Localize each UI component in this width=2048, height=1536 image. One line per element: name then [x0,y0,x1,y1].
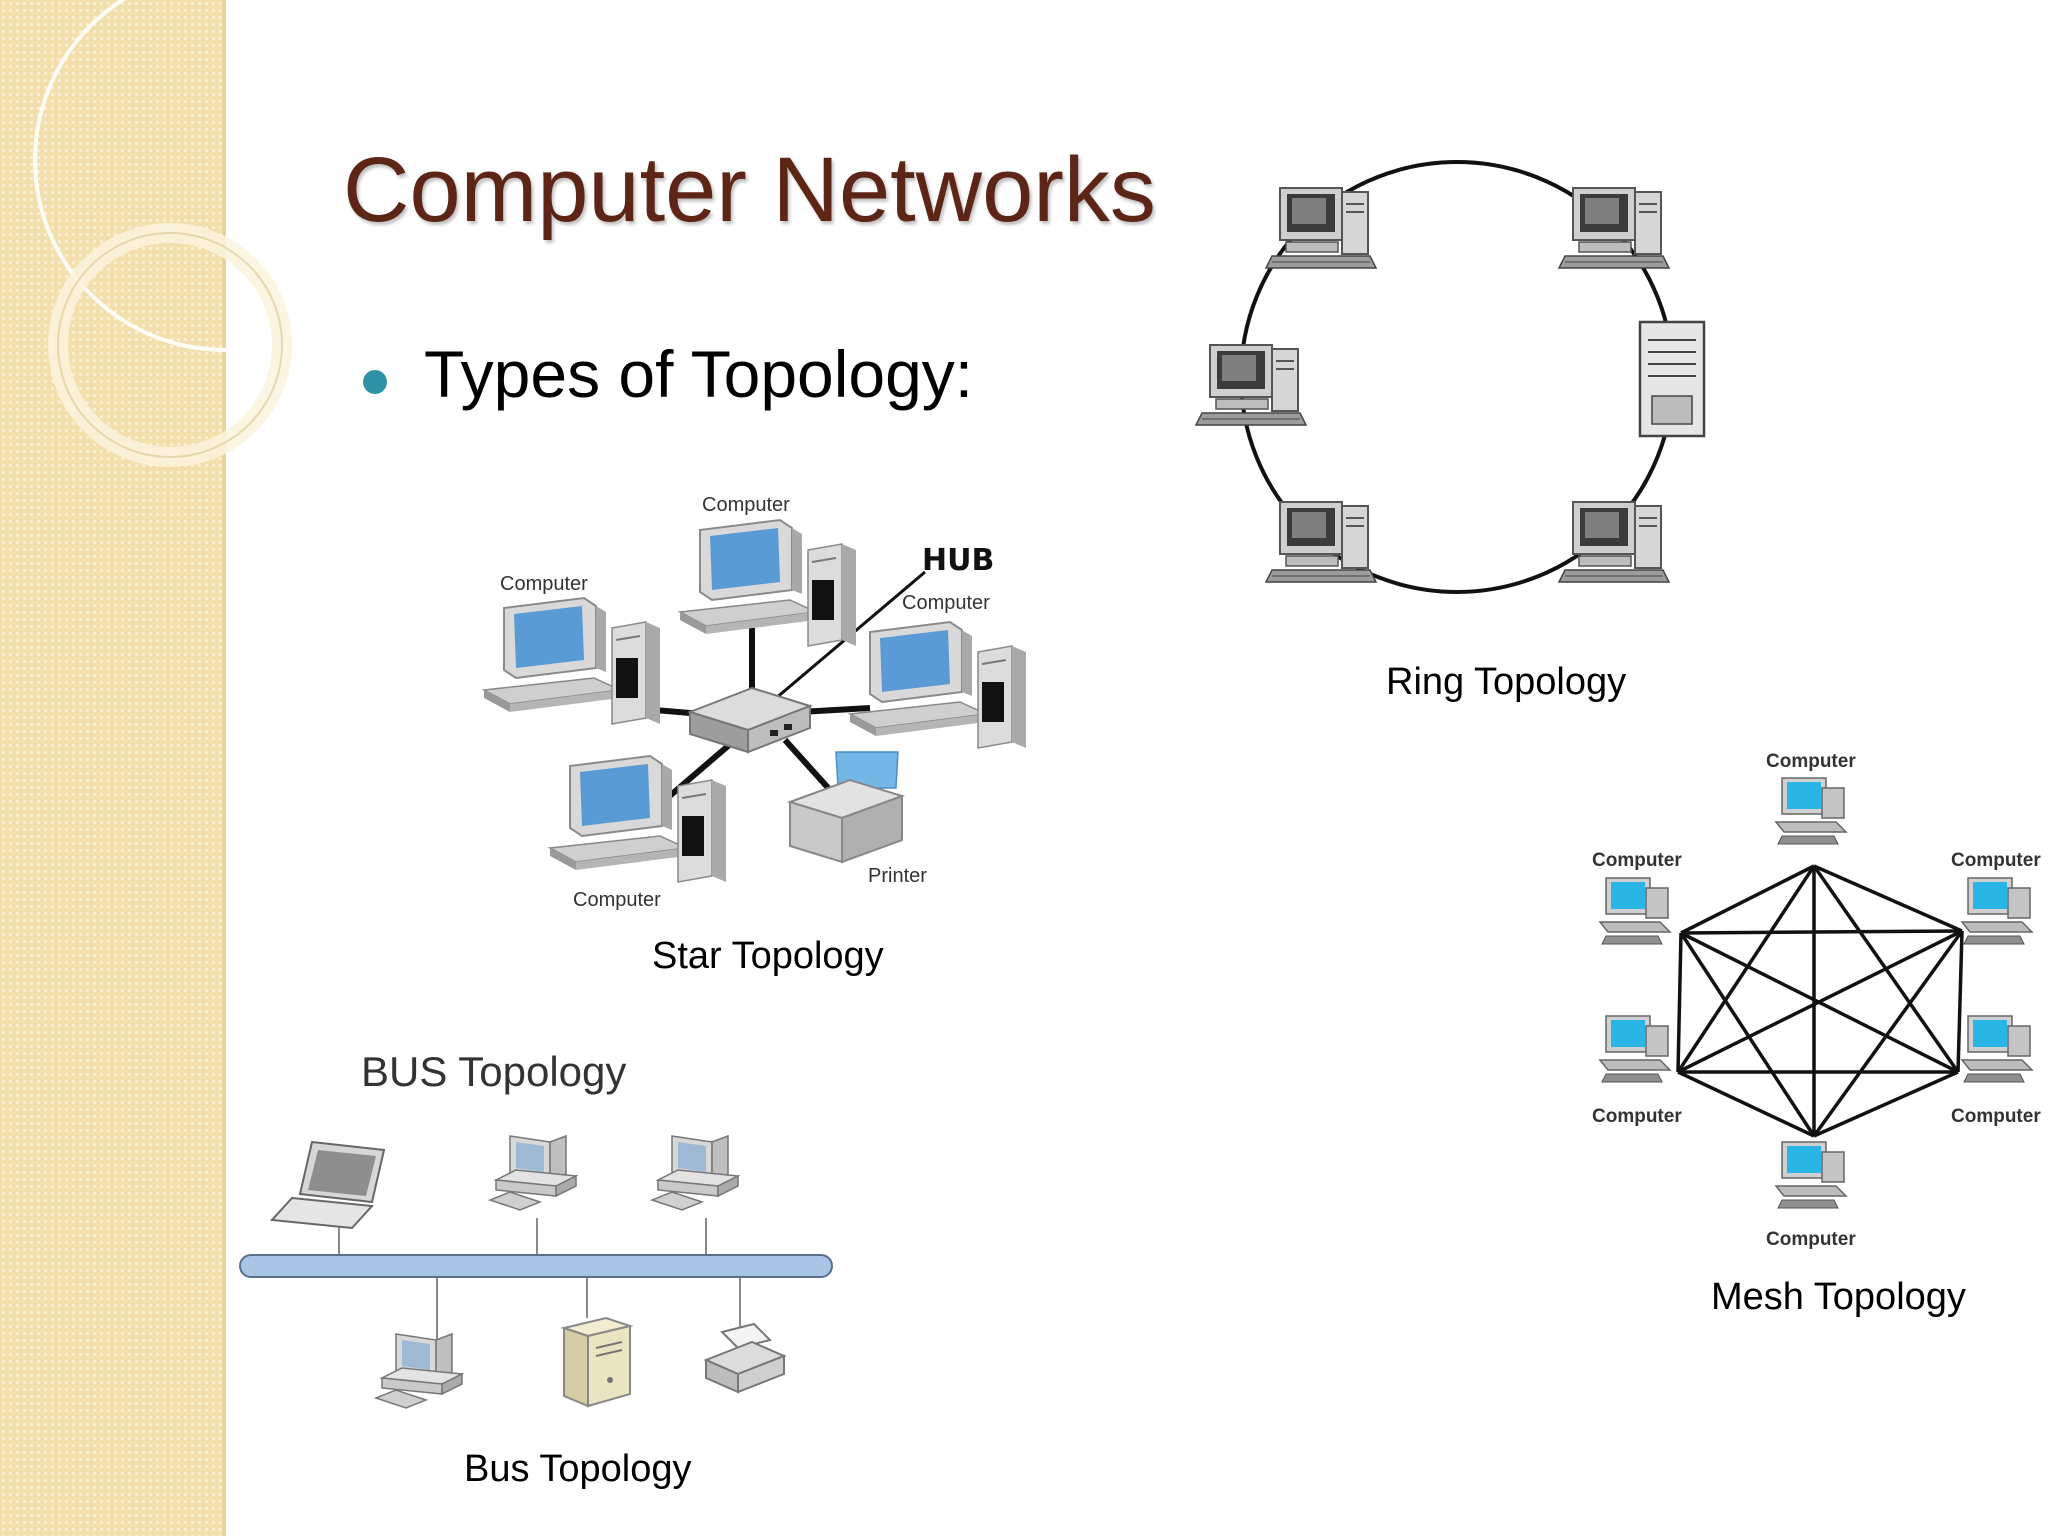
star-computer-label: Computer [500,573,588,595]
mesh-computer-label: Computer [1766,751,1856,772]
bus-topology-diagram [239,1135,833,1409]
star-link [799,705,871,715]
mesh-computer-icon [1775,777,1847,845]
ring-topology-diagram [1195,160,1706,594]
bus-drop-lines [338,1218,741,1345]
mesh-computer-label: Computer [1592,850,1682,871]
bus-computer-icon [651,1135,739,1211]
bus-cable [239,1254,833,1278]
mesh-topology-diagram: Computer Computer Computer Computer Comp… [1592,751,2041,1250]
printer-label: Printer [868,865,927,887]
mesh-computer-icon [1599,877,1671,945]
star-topology-diagram: Computer Computer Computer Computer Prin… [483,494,1027,911]
mesh-computer-icon [1961,1015,2033,1083]
star-computer-icon [679,519,857,647]
mesh-computer-icon [1599,1015,1671,1083]
bus-topology-heading: BUS Topology [361,1048,627,1095]
hub-pointer-line [761,570,926,712]
ring-server-icon [1638,320,1706,438]
bus-server-icon [560,1316,634,1408]
bus-computer-icon [489,1135,577,1211]
star-topology-caption: Star Topology [652,935,884,977]
mesh-computer-icon [1961,877,2033,945]
mesh-computer-icon [1775,1141,1847,1209]
star-computer-icon [483,597,661,725]
star-link [663,737,737,803]
bullet-dot-icon [363,370,387,394]
printer-icon [786,751,906,864]
star-computer-label: Computer [573,889,661,911]
mesh-topology-caption: Mesh Topology [1711,1276,1966,1318]
ring-computer-icon [1195,344,1307,426]
bus-computer-icon [375,1333,463,1409]
mesh-computer-label: Computer [1951,850,2041,871]
ring-computer-icon [1265,187,1377,269]
mesh-computer-label: Computer [1951,1106,2041,1127]
ring-topology-caption: Ring Topology [1386,661,1627,703]
hub-device [686,686,814,754]
slide-title: Computer Networks [343,139,1156,241]
star-computer-icon [849,621,1027,749]
bullet-text: Types of Topology: [424,337,974,411]
sidebar-edge [222,0,226,1536]
star-computer-label: Computer [902,592,990,614]
decorative-circles [33,0,417,467]
hub-label: HUB [922,543,994,578]
mesh-links [1676,864,1964,1138]
laptop-icon [269,1140,386,1230]
star-computer-icon [549,755,727,883]
bus-topology-caption: Bus Topology [464,1448,692,1490]
mesh-computer-label: Computer [1766,1229,1856,1250]
bus-printer-icon [703,1322,787,1394]
star-link [782,737,833,793]
mesh-computer-label: Computer [1592,1106,1682,1127]
star-computer-label: Computer [702,494,790,516]
ring-computer-icon [1558,187,1670,269]
ring-computer-icon [1265,501,1377,583]
ring-computer-icon [1558,501,1670,583]
